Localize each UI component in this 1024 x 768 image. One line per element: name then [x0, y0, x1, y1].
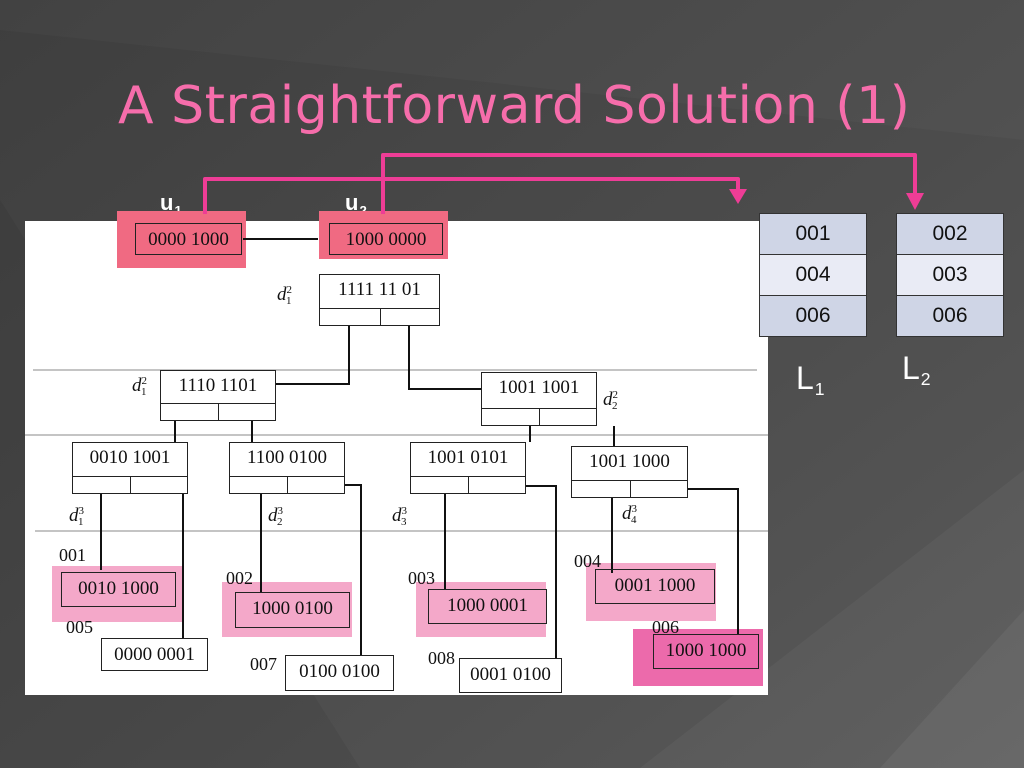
query-label-u1: u1 [160, 190, 182, 218]
level3-node-4: 1001 1000 [571, 446, 688, 498]
list-l2-item: 002 [896, 213, 1004, 255]
level2-node-2: 1001 1001 [481, 372, 597, 426]
object-id-006: 006 [652, 617, 679, 637]
object-003-highlight [416, 582, 546, 637]
object-001-highlight [52, 566, 182, 622]
object-007-node: 0100 0100 [285, 655, 394, 691]
level-label-level3-2: d32 [268, 505, 283, 528]
level3-node-1-code: 0010 1001 [89, 447, 171, 468]
query-u2-highlight [319, 211, 448, 259]
level3-node-2: 1100 0100 [229, 442, 345, 494]
level-label-level3-4: d34 [622, 503, 637, 526]
object-005-node: 0000 0001 [101, 638, 208, 671]
list-l1-item: 004 [759, 254, 867, 296]
object-004-node: 0001 1000 [595, 569, 715, 604]
level2-node-1-code: 1110 1101 [178, 375, 258, 396]
list-label-l1: L1 [796, 360, 825, 400]
object-002-node: 1000 0100 [235, 592, 350, 628]
object-id-007: 007 [250, 654, 277, 674]
object-id-005: 005 [66, 617, 93, 637]
level-label-level2-2: d22 [603, 389, 618, 412]
object-001-node: 0010 1000 [61, 572, 176, 607]
list-label-l1-subscript: 1 [814, 379, 825, 400]
list-l1-item: 006 [759, 295, 867, 337]
level-label-root: d21 [277, 284, 292, 307]
list-l2-table: 002 003 006 [896, 213, 1004, 337]
query-u1-node: 0000 1000 [135, 223, 242, 255]
list-l1-item: 001 [759, 213, 867, 255]
level3-node-2-code: 1100 0100 [246, 447, 328, 468]
list-l2-item: 006 [896, 295, 1004, 337]
list-l2-item: 003 [896, 254, 1004, 296]
level3-node-3-code: 1001 0101 [427, 447, 509, 468]
level2-node-2-code: 1001 1001 [498, 377, 580, 398]
query-label-u1-subscript: 1 [174, 203, 181, 218]
list-label-l1-letter: L [796, 360, 814, 396]
object-id-008: 008 [428, 648, 455, 668]
root-node-code: 1111 11 01 [338, 279, 421, 300]
object-id-004: 004 [574, 551, 601, 571]
slide-title: A Straightforward Solution (1) [118, 76, 911, 136]
root-node: 1111 11 01 [319, 274, 440, 326]
level3-node-4-code: 1001 1000 [589, 451, 670, 472]
object-id-003: 003 [408, 568, 435, 588]
level-label-level2-1: d21 [132, 375, 147, 398]
object-003-node: 1000 0001 [428, 589, 547, 624]
query-label-u1-letter: u [160, 190, 174, 215]
list-label-l2-letter: L [902, 350, 920, 386]
level2-node-1: 1110 1101 [160, 370, 276, 421]
query-u1-highlight [117, 211, 246, 268]
object-008-node: 0001 0100 [459, 658, 562, 693]
object-id-002: 002 [226, 568, 253, 588]
list-label-l2: L2 [902, 350, 931, 390]
object-006-node: 1000 1000 [653, 634, 759, 669]
level-label-level3-3: d33 [392, 505, 407, 528]
level3-node-3: 1001 0101 [410, 442, 526, 494]
level3-node-1: 0010 1001 [72, 442, 188, 494]
list-label-l2-subscript: 2 [920, 369, 931, 390]
level-label-level3-1: d31 [69, 505, 84, 528]
query-u2-node: 1000 0000 [329, 223, 443, 255]
list-l1-table: 001 004 006 [759, 213, 867, 337]
object-id-001: 001 [59, 545, 86, 565]
object-006-highlight [633, 629, 763, 686]
